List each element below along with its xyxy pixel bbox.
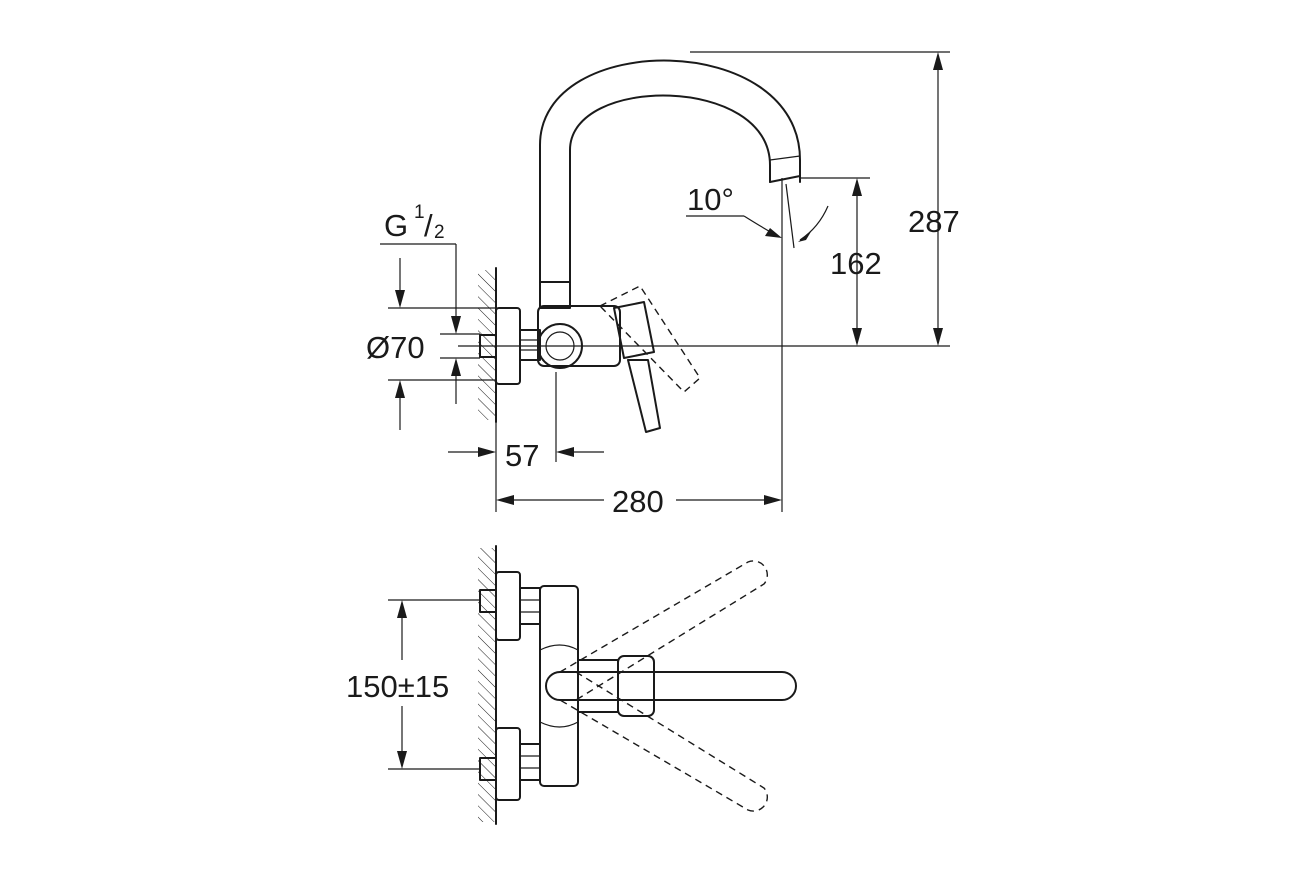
dim-centres: 150±15 (346, 669, 449, 704)
thread-label: G 1 / 2 (384, 202, 445, 243)
dim-spout-height: 162 (830, 246, 882, 281)
thread-prefix: G (384, 208, 408, 243)
thread-numerator: 1 (414, 202, 425, 223)
spout-inner (569, 94, 771, 283)
dim-angle: 10° (687, 182, 734, 217)
thread-slash: / (424, 208, 433, 243)
flange-lower (495, 727, 521, 801)
lever-handle (627, 359, 661, 433)
side-elevation (380, 51, 950, 512)
lever-alt-up (559, 560, 769, 701)
union-nut (519, 329, 541, 361)
dim-overall-height: 287 (908, 204, 960, 239)
plan-view (388, 545, 797, 825)
wall-hatch-bottom (478, 548, 496, 822)
cartridge-housing (613, 301, 655, 359)
spout-outer (539, 59, 801, 283)
lever-alt-down (559, 671, 769, 812)
spout-tip (769, 175, 801, 183)
flange-upper (495, 571, 521, 641)
thread-denominator: 2 (434, 222, 445, 243)
spout-collar (539, 281, 571, 309)
dim-flange-diameter: Ø70 (366, 330, 425, 365)
lever-plan (545, 671, 797, 701)
lever-alt-position (598, 285, 701, 393)
dim-projection: 280 (612, 484, 664, 519)
dim-wall-offset: 57 (505, 438, 539, 473)
